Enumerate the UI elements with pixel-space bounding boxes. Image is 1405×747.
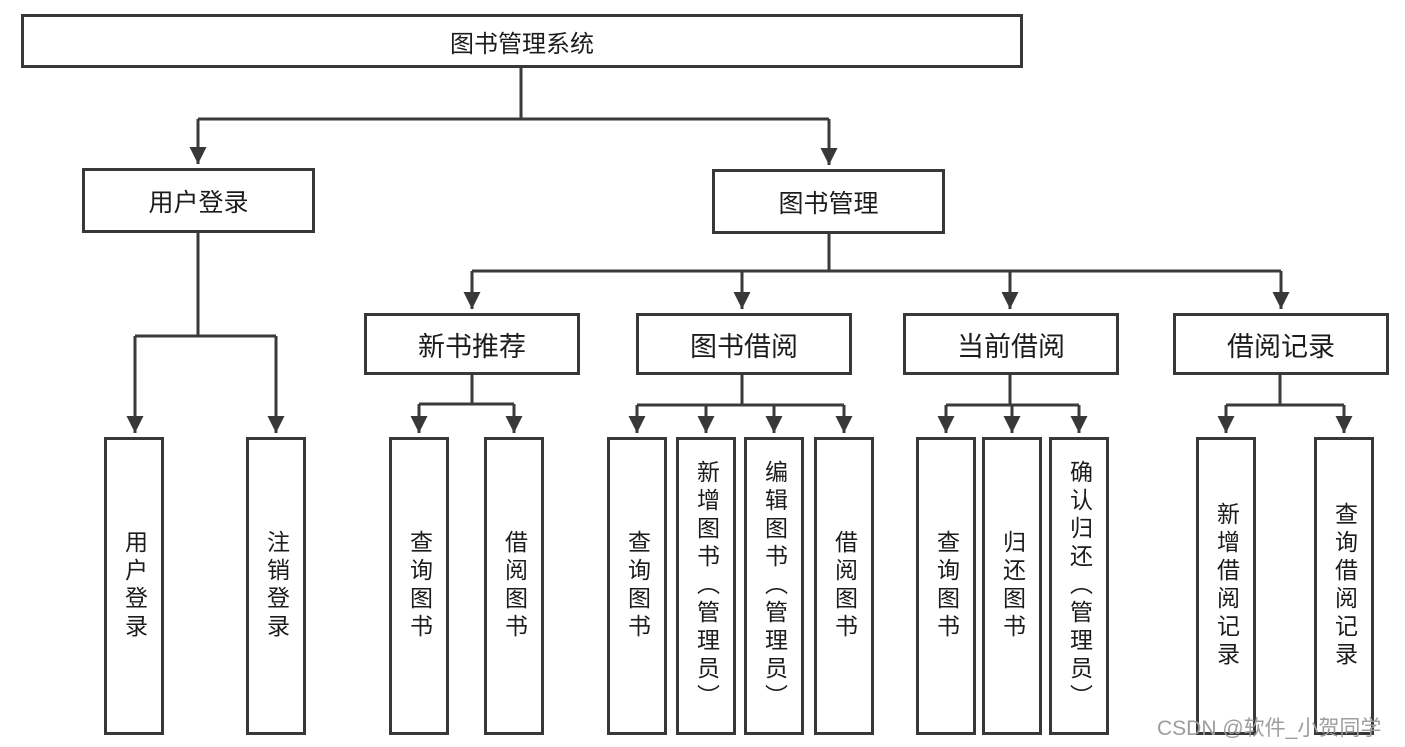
leaf-label: 用户登录 <box>121 530 148 642</box>
leaf-label: 新增图书（管理员） <box>693 460 720 712</box>
leaf-label: 确认归还（管理员） <box>1066 460 1093 712</box>
leaf-cb-return-books: 归还图书 <box>982 437 1042 735</box>
node-book-management: 图书管理 <box>712 169 945 234</box>
leaf-bb-add-books-admin: 新增图书（管理员） <box>676 437 736 735</box>
node-current-borrow: 当前借阅 <box>903 313 1119 375</box>
leaf-label: 编辑图书（管理员） <box>761 460 788 712</box>
leaf-label: 查询借阅记录 <box>1331 502 1358 670</box>
csdn-watermark: CSDN @软件_小贺同学 <box>1157 717 1382 740</box>
leaf-label: 注销登录 <box>263 530 290 642</box>
leaf-user-login: 用户登录 <box>104 437 164 735</box>
leaf-logout: 注销登录 <box>246 437 306 735</box>
leaf-label: 查询图书 <box>624 530 651 642</box>
leaf-bb-borrow-books: 借阅图书 <box>814 437 874 735</box>
leaf-label: 借阅图书 <box>831 530 858 642</box>
node-book-borrow: 图书借阅 <box>636 313 852 375</box>
leaf-nbr-borrow-books: 借阅图书 <box>484 437 544 735</box>
leaf-label: 新增借阅记录 <box>1213 502 1240 670</box>
node-library-management-system: 图书管理系统 <box>21 14 1023 68</box>
leaf-cb-confirm-return-admin: 确认归还（管理员） <box>1049 437 1109 735</box>
leaf-label: 借阅图书 <box>501 530 528 642</box>
leaf-br-query-record: 查询借阅记录 <box>1314 437 1374 735</box>
node-new-book-recommend: 新书推荐 <box>364 313 580 375</box>
leaf-bb-edit-books-admin: 编辑图书（管理员） <box>744 437 804 735</box>
node-user-login: 用户登录 <box>82 168 315 233</box>
leaf-label: 归还图书 <box>999 530 1026 642</box>
leaf-br-add-record: 新增借阅记录 <box>1196 437 1256 735</box>
leaf-bb-query-books: 查询图书 <box>607 437 667 735</box>
leaf-label: 查询图书 <box>933 530 960 642</box>
leaf-cb-query-books: 查询图书 <box>916 437 976 735</box>
leaf-nbr-query-books: 查询图书 <box>389 437 449 735</box>
leaf-label: 查询图书 <box>406 530 433 642</box>
node-borrow-record: 借阅记录 <box>1173 313 1389 375</box>
